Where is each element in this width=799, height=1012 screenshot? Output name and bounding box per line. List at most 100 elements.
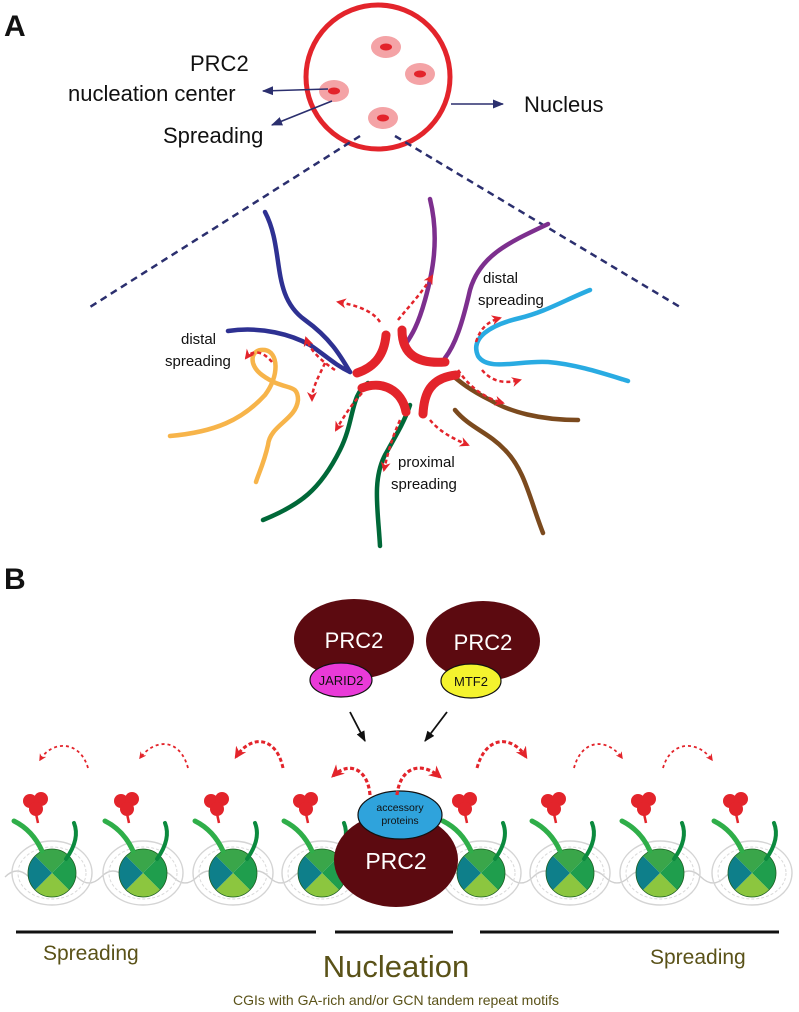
core-segment-4: [418, 370, 461, 419]
arrow-b-3: [234, 740, 285, 769]
core-segment-1: [352, 330, 391, 378]
arrow-a10: [474, 315, 502, 343]
spreading-arrows-a: [244, 274, 522, 472]
distal-right-2: spreading: [478, 292, 544, 309]
arrow-a9: [456, 369, 505, 406]
arrow-b-2: [139, 743, 189, 769]
nucleosome-array: [11, 792, 793, 906]
nucleosome: [529, 792, 611, 906]
histone-tail: [619, 818, 653, 854]
arrow-a6: [334, 392, 363, 432]
histone-quadrant: [298, 856, 322, 890]
arrow-jarid2-down: [349, 711, 366, 742]
histone-quadrant: [233, 856, 258, 890]
strand-purple-right: [442, 221, 551, 361]
arrow-b-4: [475, 740, 528, 769]
accessory-label-2: proteins: [381, 815, 418, 827]
histone-tail: [155, 821, 169, 861]
nucleosome: [440, 792, 522, 906]
prc2-jarid2-complex: [294, 599, 414, 679]
nucleation-centers: [319, 36, 435, 129]
arrow-mtf2-down: [424, 711, 448, 742]
prc2-jarid2-label: PRC2: [325, 628, 384, 653]
histone-quadrant: [643, 873, 677, 898]
histone-quadrant: [635, 856, 660, 890]
arrow-b-1: [39, 744, 89, 769]
histone-quadrant: [643, 849, 677, 873]
arrow-a2: [397, 274, 434, 321]
histone-tail: [192, 818, 226, 854]
methyl-mark: [458, 802, 472, 816]
strand-orange: [167, 347, 301, 485]
nucleosome: [619, 792, 701, 906]
prc2-mtf2-label: PRC2: [454, 630, 513, 655]
histone-quadrant: [752, 856, 777, 890]
histone-tail: [281, 818, 315, 854]
histone-tail: [64, 821, 78, 861]
accessory-proteins: [357, 790, 443, 840]
histone-quadrant: [457, 856, 481, 890]
arrow-a3: [303, 336, 336, 372]
strand-cyan: [474, 287, 631, 384]
nucleation-label: Nucleation: [323, 949, 469, 984]
histone-quadrant: [27, 856, 52, 890]
histone-tail: [764, 821, 778, 861]
spreading-label: Spreading: [163, 123, 263, 148]
proximal-1: proximal: [398, 454, 455, 471]
histone-tail: [582, 821, 596, 861]
histone-quadrant: [464, 873, 498, 898]
spreading-arrow: [270, 100, 333, 126]
histone-quadrant: [305, 849, 339, 873]
distal-right-1: distal: [483, 270, 518, 287]
prc2-nucleation-label-2: nucleation center: [68, 81, 236, 106]
histone-quadrant: [553, 873, 587, 898]
zoom-line-right: [394, 134, 681, 309]
arrow-b-6: [662, 744, 713, 769]
histone-quadrant: [464, 849, 498, 873]
histone-quadrant: [728, 856, 752, 890]
histone-tail: [440, 818, 474, 854]
histone-quadrant: [481, 856, 505, 890]
arrow-a4: [307, 362, 327, 402]
spreading-right-label: Spreading: [650, 946, 746, 969]
spreading-left-label: Spreading: [43, 942, 139, 965]
nucleation-core: [352, 325, 461, 419]
methyl-mark: [547, 802, 561, 816]
histone-quadrant: [660, 856, 684, 890]
arrow-a5: [244, 348, 273, 363]
arrow-b-5: [573, 743, 623, 769]
prc2-mtf2-complex: [426, 601, 540, 681]
cgi-footnote: CGIs with GA-rich and/or GCN tandem repe…: [233, 992, 559, 1008]
prc2-center-complex: [334, 813, 458, 907]
spreading-arrows-b: [39, 740, 713, 796]
nucleus-circle: [303, 2, 453, 152]
mtf2-subunit: [440, 663, 502, 699]
nucleosome: [102, 792, 184, 906]
histone-quadrant: [305, 873, 339, 897]
accessory-label-1: accessory: [376, 802, 424, 814]
methyl-mark: [210, 802, 224, 816]
arrow-a8: [429, 419, 470, 447]
histone-tail: [711, 818, 745, 854]
histone-quadrant: [570, 856, 594, 890]
histone-tail: [529, 818, 563, 854]
histone-quadrant: [35, 849, 69, 873]
core-segment-2: [397, 325, 450, 367]
arrow-a1: [336, 298, 382, 323]
arrow-b-nuc-left: [331, 764, 372, 796]
histone-quadrant: [735, 848, 769, 873]
histone-tail: [493, 821, 507, 861]
histone-tail: [672, 821, 686, 861]
distal-left-1: distal: [181, 331, 216, 348]
histone-quadrant: [35, 873, 69, 897]
zoom-line-left: [89, 134, 361, 309]
histone-quadrant: [126, 873, 160, 898]
prc2-nucleation-label-1: PRC2: [190, 51, 249, 76]
jarid2-subunit: [309, 662, 373, 698]
strand-blue-left: [225, 327, 353, 375]
nucleosome: [11, 792, 93, 906]
arrow-b-nuc-right: [395, 765, 442, 796]
histone-quadrant: [553, 849, 587, 873]
chromatin-strands: [167, 196, 631, 549]
